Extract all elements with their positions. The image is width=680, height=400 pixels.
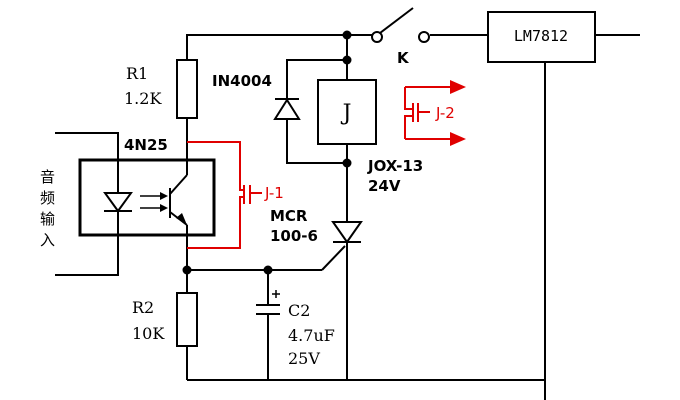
r2-name-label: R2	[132, 298, 154, 317]
svg-text:音: 音	[40, 168, 55, 186]
top-rail	[186, 34, 640, 60]
relay-coil-label: J	[341, 101, 352, 126]
relay-name-label: JOX-13	[367, 157, 423, 175]
switch-k	[371, 7, 430, 43]
scr-value-label: 100-6	[270, 227, 318, 245]
c2-value-label: 4.7uF	[288, 326, 335, 345]
relay-coil-j	[317, 60, 377, 222]
contact-j1-label: J-1	[264, 184, 284, 202]
regulator-label: LM7812	[514, 27, 568, 45]
contact-j2-label: J-2	[435, 104, 455, 122]
relay-voltage-label: 24V	[368, 177, 401, 195]
scr-name-label: MCR	[270, 207, 308, 225]
capacitor-c2	[256, 270, 280, 380]
c2-name-label: C2	[288, 301, 310, 320]
c2-voltage-label: 25V	[288, 349, 320, 368]
svg-text:频: 频	[40, 189, 55, 207]
switch-label: K	[397, 49, 410, 67]
regulator-lm7812	[487, 11, 596, 400]
r2-value-label: 10K	[132, 324, 165, 343]
resistor-r2	[176, 270, 198, 380]
diode-label: IN4004	[212, 72, 272, 90]
optocoupler-label: 4N25	[124, 136, 168, 154]
svg-text:输: 输	[40, 210, 55, 228]
svg-text:入: 入	[40, 231, 55, 249]
r1-value-label: 1.2K	[124, 89, 162, 108]
audio-input-label: 音 频 输 入	[40, 168, 55, 249]
gate-wire	[187, 245, 346, 271]
relay-contact-j1	[187, 141, 262, 249]
optocoupler-4n25	[55, 132, 216, 276]
relay-contact-j2	[404, 80, 466, 146]
diode-in4004	[273, 35, 348, 164]
scr-mcr100-6	[331, 221, 363, 380]
resistor-r1	[176, 59, 198, 160]
junction-dots	[182, 30, 352, 275]
r1-name-label: R1	[126, 64, 148, 83]
